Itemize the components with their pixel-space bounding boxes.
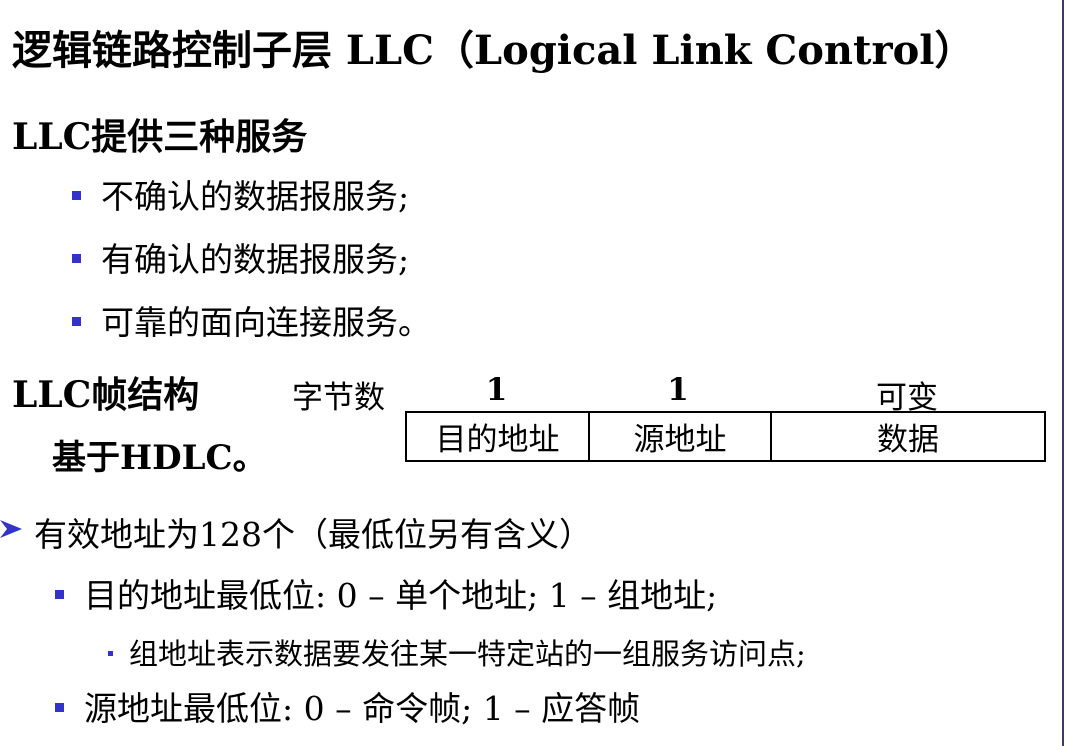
bytes-label: 字节数 [292,380,385,416]
group-note-item: 组地址表示数据要发往某一特定站的一组服务访问点; [108,631,806,673]
square-bullet-icon [72,253,81,263]
group-note-text: 组地址表示数据要发往某一特定站的一组服务访问点; [129,637,806,671]
square-bullet-icon [55,589,64,599]
byte-count-src: 1 [667,372,689,408]
small-bullet-icon [108,650,113,656]
address-main: 有效地址为128个（最低位另有含义） [34,515,592,554]
service-item: 可靠的面向连接服务。 [72,296,431,344]
byte-count-dest: 1 [485,372,508,408]
src-low-bit-item: 源地址最低位: 0 – 命令帧; 1 – 应答帧 [55,682,640,730]
byte-count-data: 可变 [876,380,938,416]
service-item-text: 不确认的数据报服务; [101,177,410,216]
service-item: 不确认的数据报服务; [72,170,409,218]
services-heading: LLC提供三种服务 [12,116,308,158]
slide-title: 逻辑链路控制子层 LLC（Logical Link Control） [12,27,975,74]
square-bullet-icon [72,190,81,200]
dest-low-bit-text: 目的地址最低位: 0 – 单个地址; 1 – 组地址; [84,576,718,615]
field-src-address: 源地址 [588,413,770,460]
service-item-text: 有确认的数据报服务; [101,240,410,279]
dest-low-bit-item: 目的地址最低位: 0 – 单个地址; 1 – 组地址; [55,569,717,617]
service-item-text: 可靠的面向连接服务。 [101,303,431,342]
slide-edge-line [1062,0,1064,746]
square-bullet-icon [72,316,81,326]
frame-heading: LLC帧结构 [12,374,200,416]
src-low-bit-text: 源地址最低位: 0 – 命令帧; 1 – 应答帧 [84,689,641,728]
frame-note: 基于HDLC。 [52,438,267,478]
arrow-bullet-icon [0,520,22,538]
frame-structure-table: 目的地址 源地址 数据 [405,411,1046,462]
field-dest-address: 目的地址 [435,422,560,458]
service-item: 有确认的数据报服务; [72,233,409,281]
field-data: 数据 [770,413,1044,460]
square-bullet-icon [55,702,64,712]
